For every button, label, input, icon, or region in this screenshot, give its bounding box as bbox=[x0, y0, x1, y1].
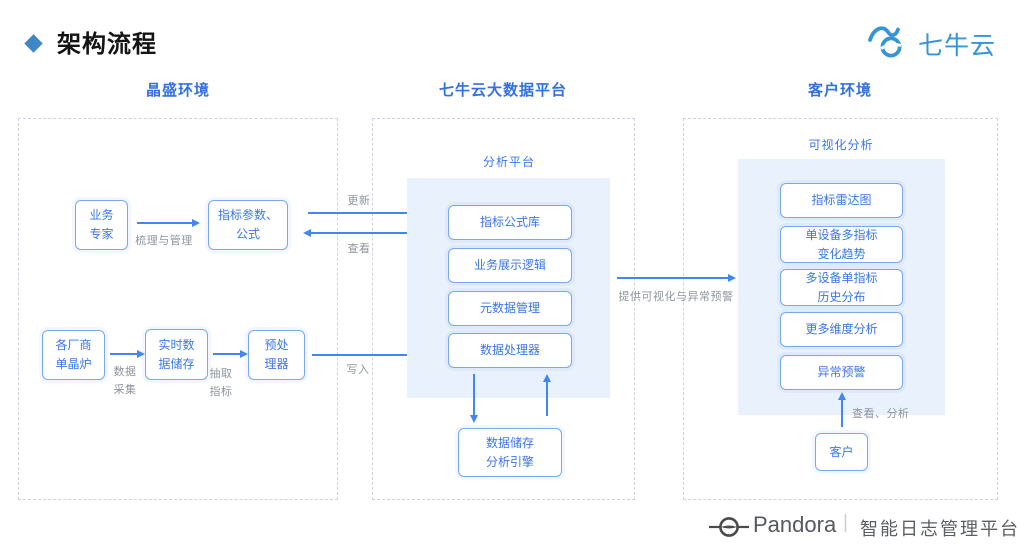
arrow-engine-to-processor bbox=[543, 374, 550, 416]
node-abnormal-warning: 异常预警 bbox=[780, 355, 903, 390]
footer-brand: Pandora bbox=[753, 512, 837, 537]
arrow-realtime-to-preprocessor bbox=[213, 350, 248, 357]
node-more-dimension-analysis: 更多维度分析 bbox=[780, 312, 903, 347]
footer-separator: | bbox=[843, 512, 848, 533]
node-preprocessor: 预处 理器 bbox=[248, 330, 305, 380]
node-realtime-storage: 实时数 据储存 bbox=[145, 329, 208, 380]
node-indicator-params-formula: 指标参数、 公式 bbox=[208, 200, 288, 250]
arrow-provide-visualization bbox=[617, 274, 736, 281]
label-extract-indicator: 抽取 指标 bbox=[209, 368, 233, 398]
diamond-bullet-icon bbox=[24, 34, 43, 53]
label-update: 更新 bbox=[347, 195, 371, 207]
node-multi-device-history: 多设备单指标 历史分布 bbox=[780, 269, 903, 306]
node-crystal-furnace: 各厂商 单晶炉 bbox=[42, 330, 105, 380]
column-header-jingsheng: 晶盛环境 bbox=[145, 82, 210, 99]
arrow-processor-to-engine bbox=[470, 374, 477, 423]
node-metadata-management: 元数据管理 bbox=[448, 291, 572, 326]
label-provide-visualization: 提供可视化与异常预警 bbox=[618, 291, 734, 303]
label-analysis-platform: 分析平台 bbox=[482, 155, 535, 169]
label-view: 查看 bbox=[347, 243, 371, 255]
panel-qiniu-bigdata-platform bbox=[372, 118, 635, 500]
qiniu-cloud-logo: 七牛云 bbox=[867, 23, 996, 64]
node-customer: 客户 bbox=[815, 433, 868, 471]
node-single-device-trend: 单设备多指标 变化趋势 bbox=[780, 226, 903, 263]
qiniu-logo-text: 七牛云 bbox=[917, 31, 996, 60]
pandora-logo-icon bbox=[708, 514, 750, 545]
label-view-analyze: 查看、分析 bbox=[852, 408, 910, 420]
node-formula-library: 指标公式库 bbox=[448, 205, 572, 240]
footer-tagline: 智能日志管理平台 bbox=[860, 519, 1020, 539]
arrow-expert-to-params bbox=[137, 219, 200, 226]
arrow-customer-to-warning bbox=[838, 392, 845, 427]
arrow-view bbox=[303, 229, 434, 236]
node-storage-analysis-engine: 数据储存 分析引擎 bbox=[458, 428, 562, 477]
panel-customer-environment bbox=[683, 118, 998, 500]
column-header-qiniu-platform: 七牛云大数据平台 bbox=[438, 82, 567, 99]
qiniu-bull-icon bbox=[867, 23, 913, 64]
label-visual-analysis: 可视化分析 bbox=[808, 138, 874, 152]
label-manage: 梳理与管理 bbox=[135, 235, 193, 247]
label-data-collect: 数据 采集 bbox=[113, 366, 137, 396]
node-business-expert: 业务 专家 bbox=[75, 200, 128, 250]
panel-jingsheng-environment bbox=[18, 118, 338, 500]
node-radar-chart: 指标雷达图 bbox=[780, 183, 903, 218]
node-display-logic: 业务展示逻辑 bbox=[448, 248, 572, 283]
arrow-furnace-to-realtime bbox=[110, 350, 145, 357]
column-header-customer: 客户环境 bbox=[807, 82, 872, 99]
label-write: 写入 bbox=[346, 364, 370, 376]
node-data-processor: 数据处理器 bbox=[448, 333, 572, 368]
page-title: 架构流程 bbox=[57, 31, 157, 58]
